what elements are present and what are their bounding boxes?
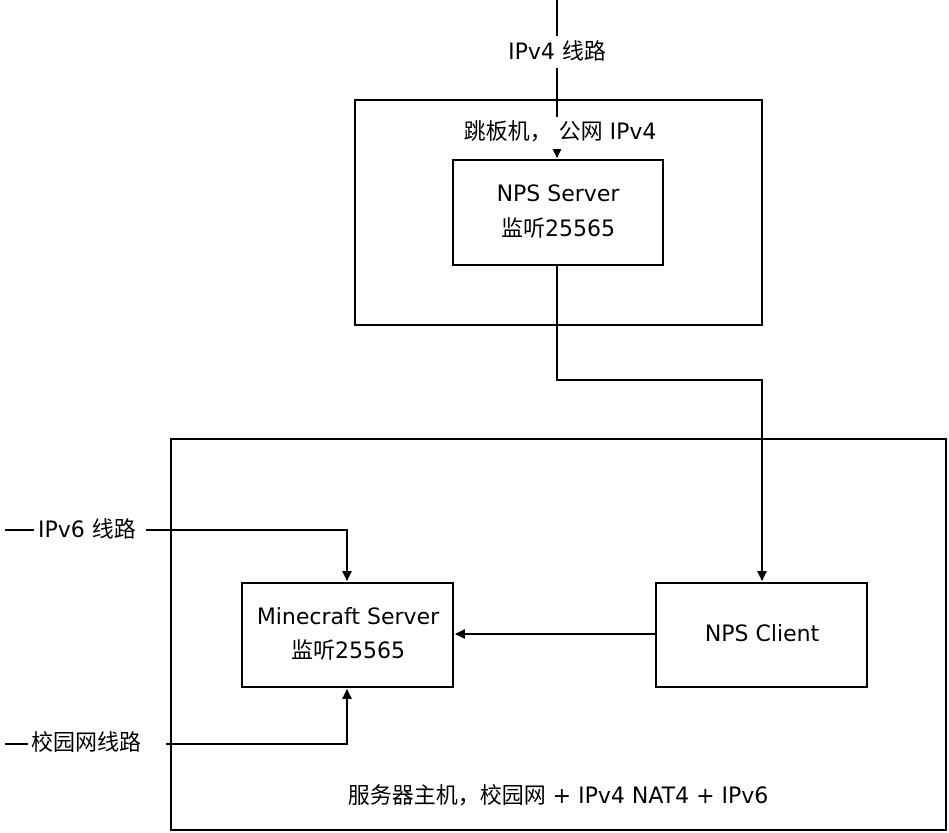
ipv6-line-label-bg	[34, 514, 146, 546]
jump-host-label: 跳板机， 公网 IPv4	[464, 120, 657, 145]
ipv4-line-label: IPv4 线路	[508, 40, 606, 65]
ipv6-line-label: IPv6 线路	[38, 518, 136, 543]
minecraft-server-box	[241, 582, 454, 688]
nps-client-box	[655, 582, 868, 688]
minecraft-server-listen: 监听25565	[291, 639, 405, 664]
nps-client-label: NPS Client	[705, 622, 820, 647]
minecraft-server-name: Minecraft Server	[257, 605, 440, 630]
ipv4-line-label-bg	[500, 36, 616, 68]
campus-line-label-bg	[28, 728, 166, 760]
nps-server-name: NPS Server	[497, 182, 621, 207]
nps-tunnel-connector	[556, 265, 767, 581]
campus-line-label: 校园网线路	[31, 731, 141, 756]
nps-server-box	[452, 159, 664, 266]
jump-host-label-bg	[435, 117, 685, 149]
nps-server-listen: 监听25565	[501, 217, 615, 242]
server-host-label: 服务器主机，校园网 + IPv4 NAT4 + IPv6	[348, 784, 769, 809]
